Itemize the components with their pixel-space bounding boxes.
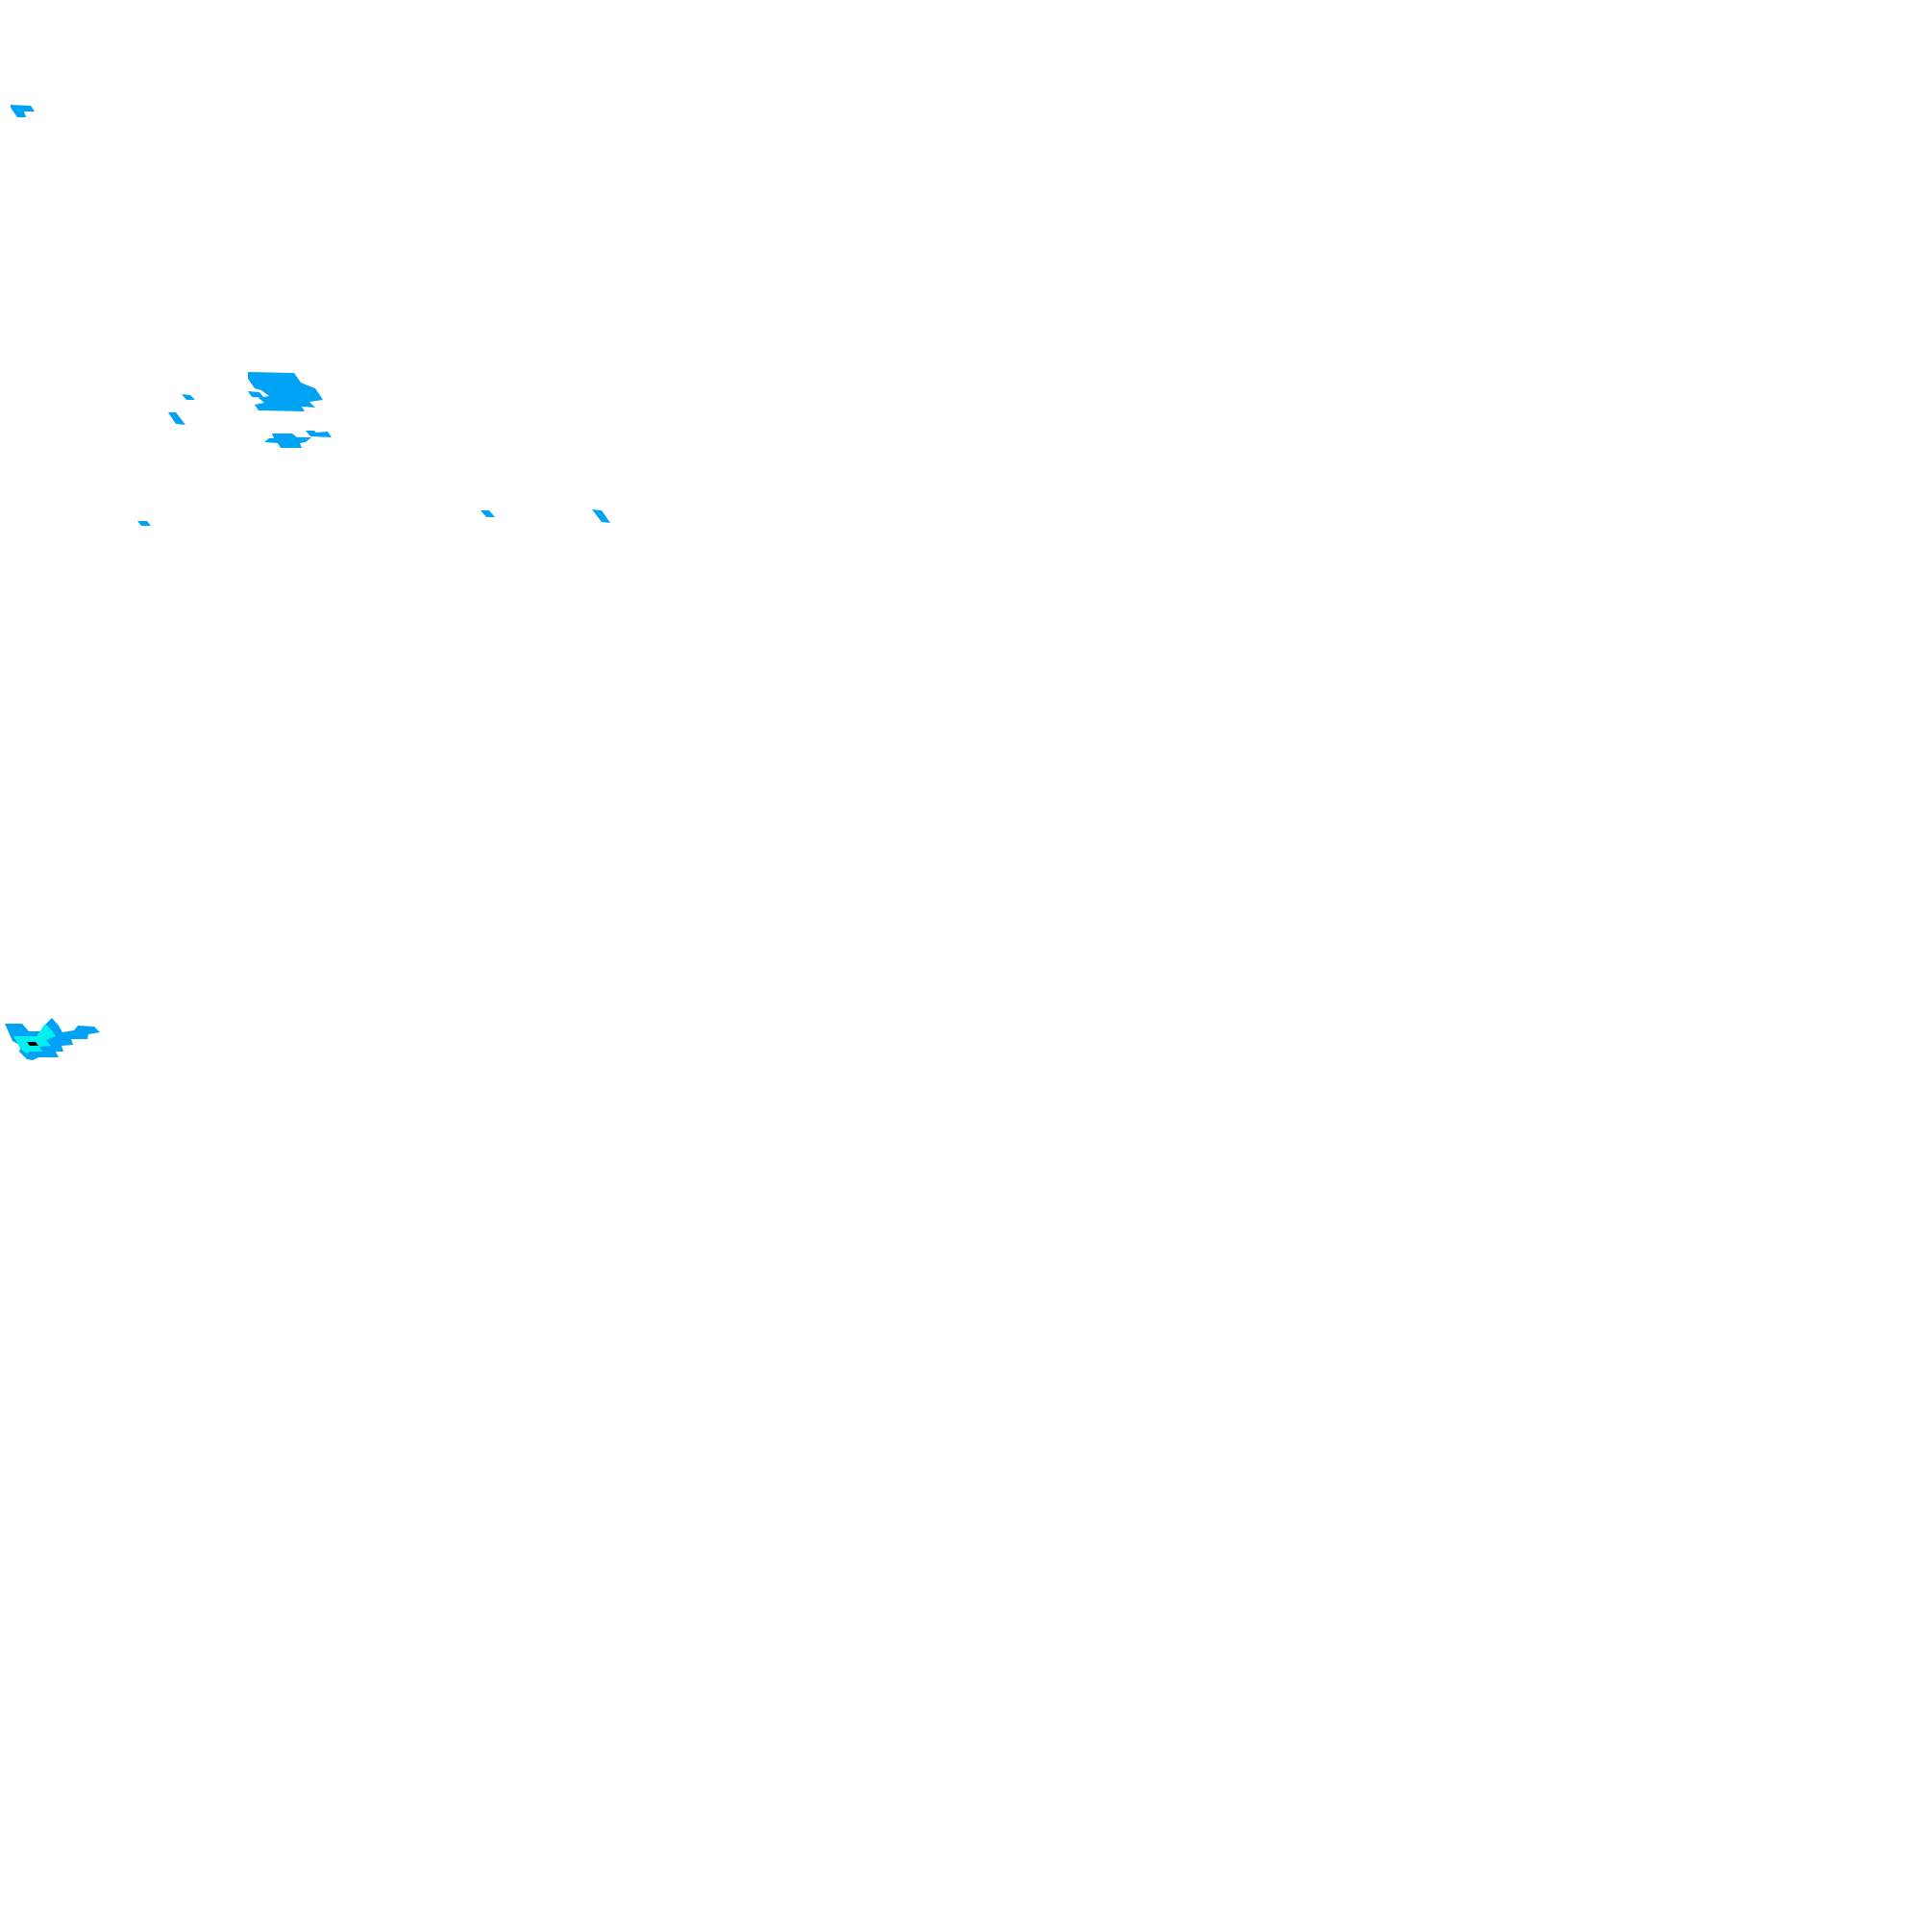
echo-cell [182, 394, 195, 400]
echo-cluster-scattered-midline-cells [137, 509, 610, 526]
echo-cell [264, 433, 311, 448]
echo-cluster-northwest-fragment [11, 105, 35, 117]
echo-cell [11, 105, 35, 117]
echo-cell [480, 510, 495, 517]
echo-cell [168, 412, 185, 425]
echo-cell [137, 521, 151, 526]
echo-cell [306, 431, 332, 437]
echo-cell [27, 1042, 38, 1046]
echo-cluster-southwest-storm-cell [5, 1018, 100, 1060]
echo-cell [592, 509, 610, 523]
echo-cell [248, 372, 323, 411]
echo-cell [13, 1024, 56, 1053]
echo-cell [248, 391, 264, 398]
echo-cluster-central-north-cluster [168, 372, 332, 448]
